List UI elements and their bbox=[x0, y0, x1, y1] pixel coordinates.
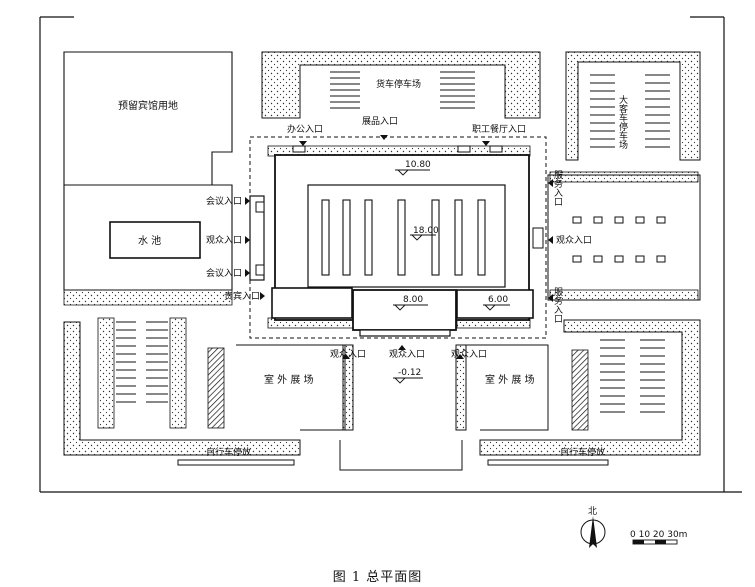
service-entrance-label-1: 服务入口 bbox=[552, 170, 563, 206]
exhibition-building bbox=[249, 145, 544, 337]
east-plaza bbox=[547, 171, 701, 301]
staff-dining-entrance-label: 职工餐厅入口 bbox=[472, 123, 526, 135]
outdoor-exhibition bbox=[236, 344, 549, 471]
elevation-label-5: -0.12 bbox=[398, 368, 421, 378]
pool-label: 水 池 bbox=[138, 234, 161, 247]
bike-parking bbox=[177, 459, 609, 466]
visitor-entrance-west-label: 观众入口 bbox=[206, 235, 242, 246]
bike-parking-west-label: 自行车停放 bbox=[206, 446, 251, 458]
scale-bar bbox=[632, 539, 678, 545]
pool-plaza bbox=[63, 184, 233, 291]
elevation-markers bbox=[393, 169, 510, 384]
entrance-arrows bbox=[245, 135, 553, 359]
scale-label: 0 10 20 30m bbox=[630, 530, 687, 540]
visitor-entrance-east-label: 观众入口 bbox=[556, 235, 592, 246]
visitor-entrance-s2-label: 观众入口 bbox=[389, 349, 425, 360]
north-arrow bbox=[580, 516, 606, 548]
visitor-entrance-s1-label: 观众入口 bbox=[330, 349, 366, 360]
reserved-hotel-label: 预留宾馆用地 bbox=[118, 99, 178, 112]
outdoor-exhibit-east-label: 室 外 展 场 bbox=[485, 373, 535, 386]
elevation-label-4: 6.00 bbox=[488, 295, 508, 305]
reserved-hotel-area bbox=[63, 51, 233, 186]
visitor-entrance-s3-label: 观众入口 bbox=[451, 349, 487, 360]
meeting-entrance-label-2: 会议入口 bbox=[206, 267, 242, 279]
figure-caption: 图 1 总平面图 bbox=[332, 570, 423, 585]
pool bbox=[109, 221, 201, 259]
building-setback-line bbox=[249, 136, 547, 339]
bus-parking bbox=[565, 51, 701, 161]
site-boundary bbox=[39, 16, 742, 493]
truck-parking bbox=[261, 51, 541, 119]
office-entrance-label: 办公入口 bbox=[287, 123, 323, 135]
truck-parking-label: 货车停车场 bbox=[376, 78, 421, 90]
meeting-entrance-label-1: 会议入口 bbox=[206, 195, 242, 207]
exhibit-entrance-label: 展品入口 bbox=[362, 116, 398, 127]
se-parking bbox=[479, 319, 701, 456]
bike-parking-east-label: 自行车停放 bbox=[560, 446, 605, 458]
outdoor-exhibit-west-label: 室 外 展 场 bbox=[264, 373, 314, 386]
site-plan-drawing: 货车停车场 预留宾馆用地 水 池 大客车停车场 办公入口 展品入口 职工餐厅入口… bbox=[39, 16, 742, 548]
elevation-label-2: 18.00 bbox=[413, 226, 439, 236]
north-label: 北 bbox=[588, 506, 597, 517]
sw-parking bbox=[63, 289, 301, 456]
elevation-label-3: 8.00 bbox=[403, 295, 423, 305]
vip-entrance-label: 贵宾入口 bbox=[224, 290, 260, 302]
elevation-label-1: 10.80 bbox=[405, 160, 431, 170]
service-entrance-label-2: 服务入口 bbox=[552, 287, 563, 323]
bus-parking-label: 大客车停车场 bbox=[617, 94, 628, 150]
